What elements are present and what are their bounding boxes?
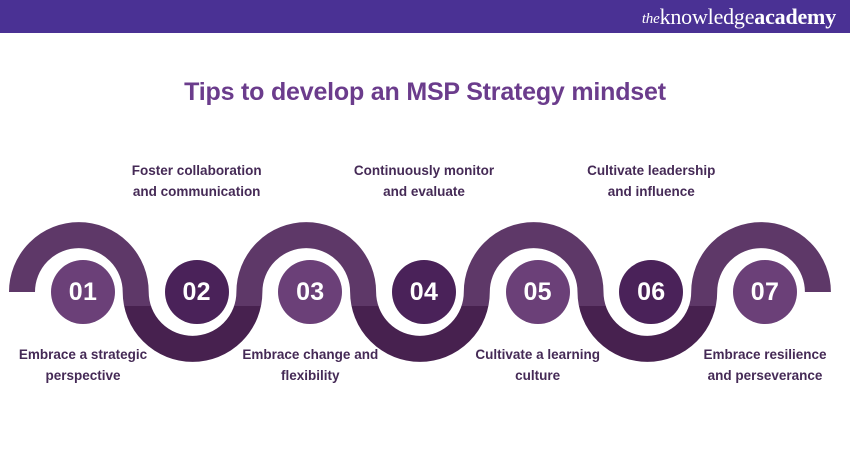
step-number-07: 07: [750, 277, 780, 306]
step-node-06[interactable]: 06: [619, 260, 684, 324]
step-node-03[interactable]: 03: [278, 260, 343, 324]
step-node-02[interactable]: 02: [164, 260, 229, 324]
step-caption-05: Cultivate a learning culture: [475, 347, 600, 383]
step-number-03: 03: [296, 277, 325, 306]
step-number-02: 02: [182, 277, 211, 306]
step-number-06: 06: [637, 277, 666, 306]
step-number-04: 04: [409, 277, 439, 306]
step-caption-07: Embrace resilience and perseverance: [703, 347, 827, 383]
page-title: Tips to develop an MSP Strategy mindset: [184, 78, 666, 106]
brand-academy-text: academy: [754, 3, 836, 29]
step-node-05[interactable]: 05: [505, 260, 570, 324]
step-caption-06: Cultivate leadership and influence: [587, 163, 716, 199]
step-number-01: 01: [68, 277, 98, 306]
wave-path-graphic: [9, 222, 831, 362]
step-caption-04: Continuously monitor and evaluate: [353, 163, 495, 199]
wave-infographic: 01 Embrace a strategic perspective 02 Fo…: [0, 33, 850, 450]
step-node-01[interactable]: 01: [51, 260, 115, 324]
step-number-05: 05: [523, 277, 552, 306]
step-node-07[interactable]: 07: [733, 260, 797, 324]
step-node-04[interactable]: 04: [392, 260, 456, 324]
step-caption-03: Embrace change and flexibility: [242, 347, 379, 383]
brand-knowledge-text: knowledge: [659, 3, 755, 29]
brand-the-text: the: [641, 10, 660, 27]
step-caption-01: Embrace a strategic perspective: [18, 347, 148, 383]
step-caption-02: Foster collaboration and communication: [131, 163, 262, 199]
